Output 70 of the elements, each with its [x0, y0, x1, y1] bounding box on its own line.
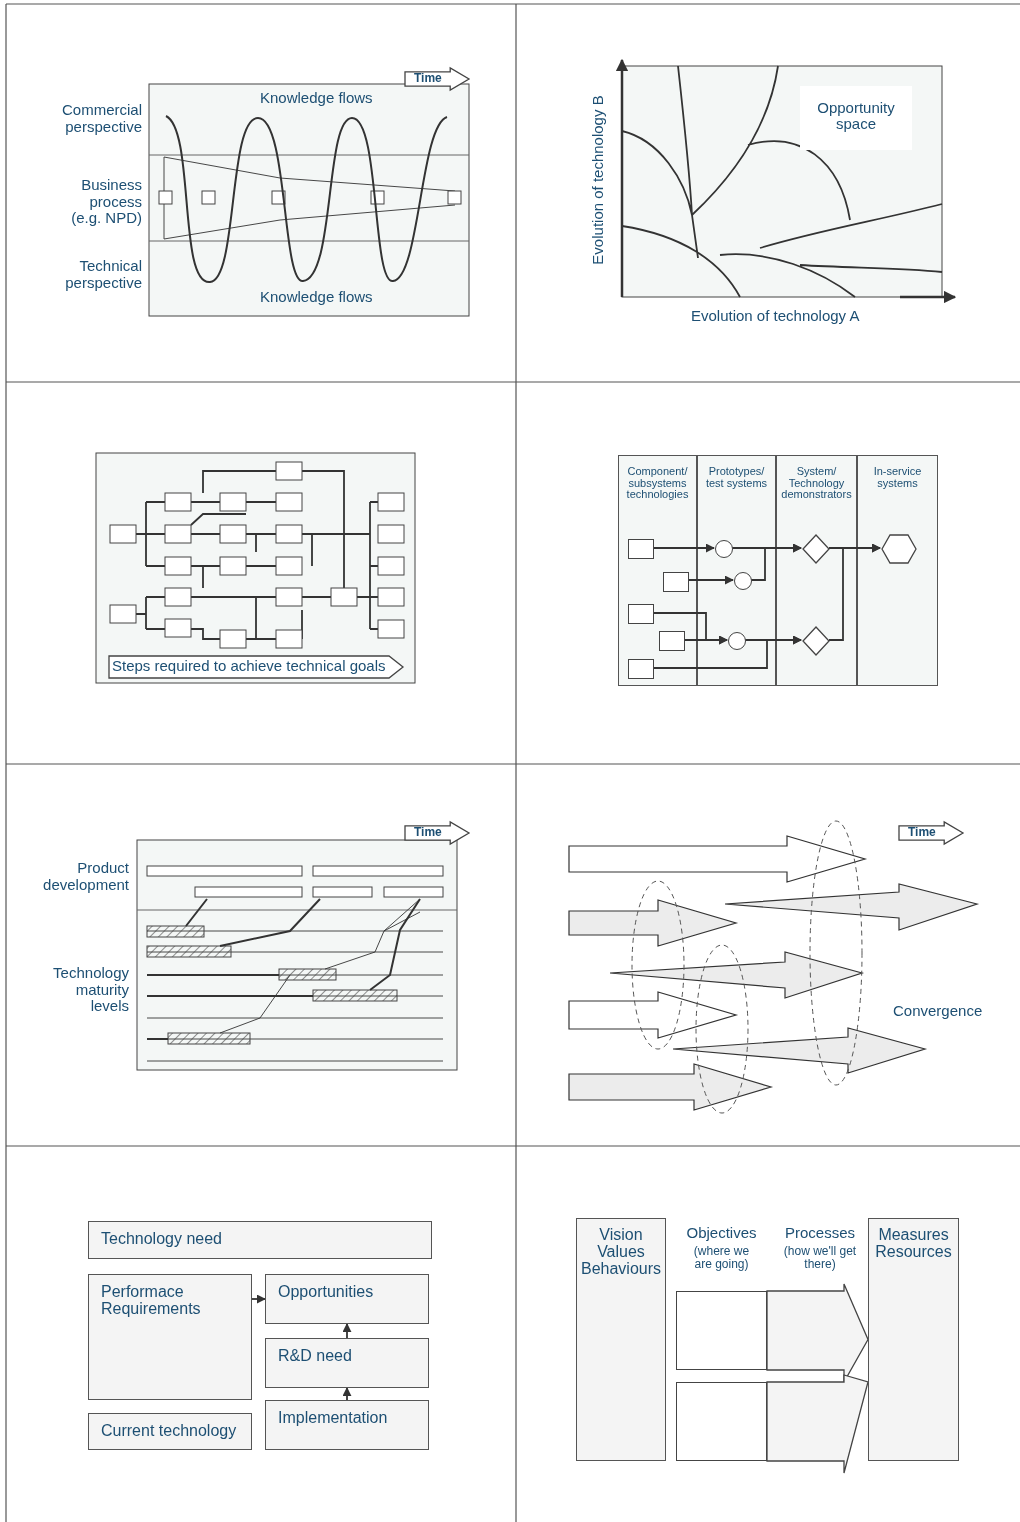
text-label: Evolution of technology A — [691, 308, 861, 325]
text-label: Knowledge flows — [260, 289, 374, 306]
text-label: Product development — [42, 860, 129, 893]
box-label: Opportunities — [278, 1284, 375, 1301]
arrow — [652, 635, 802, 669]
text-label: Processes — [784, 1225, 856, 1242]
column-panel — [776, 455, 857, 686]
text-box — [868, 1218, 959, 1461]
arrow — [652, 543, 715, 553]
text-box — [265, 1274, 429, 1324]
text-label: (where we are going) — [692, 1245, 751, 1272]
time-arrow — [404, 67, 470, 91]
text-label: Evolution of technology B — [589, 95, 607, 265]
time-label: Time — [414, 72, 442, 85]
text-label: Objectives — [685, 1225, 758, 1242]
box-label: Vision Values Behaviours — [579, 1227, 662, 1278]
column-heading: In-service systems — [872, 466, 923, 490]
milestone-circle — [734, 572, 752, 590]
empty-box — [628, 604, 654, 624]
column-panel — [697, 455, 776, 686]
block-arrow — [766, 1374, 869, 1474]
text-label: (how we'll get there) — [782, 1245, 858, 1272]
milestone-circle — [728, 632, 746, 650]
empty-box — [676, 1382, 767, 1461]
diamond-symbol — [802, 534, 830, 564]
text-box — [88, 1413, 252, 1450]
empty-box — [676, 1291, 767, 1370]
box-label: Current technology — [101, 1423, 238, 1440]
column-panel — [618, 455, 697, 686]
text-label: Knowledge flows — [260, 90, 374, 107]
empty-box — [628, 659, 654, 679]
arrow — [342, 1323, 352, 1339]
box-label: Implementation — [278, 1410, 389, 1427]
diamond-symbol — [802, 626, 830, 656]
text-box — [88, 1274, 252, 1400]
box-label: Technology need — [101, 1231, 222, 1248]
time-label: Time — [908, 826, 936, 839]
arrow — [687, 575, 734, 585]
banner-label: Steps required to achieve technical goals — [112, 658, 386, 674]
text-box — [265, 1400, 429, 1450]
arrow — [683, 635, 728, 645]
column-heading: System/ Technology demonstrators — [780, 466, 853, 501]
box-label: Opportunity space — [816, 100, 896, 132]
column-panel — [857, 455, 938, 686]
arrow — [342, 1387, 352, 1401]
text-box — [265, 1338, 429, 1388]
arrow — [828, 543, 881, 641]
box-label: Performace Requirements — [101, 1284, 202, 1318]
time-arrow — [898, 821, 964, 845]
time-arrow — [404, 821, 470, 845]
empty-box — [663, 572, 689, 592]
text-label: Convergence — [893, 1003, 984, 1020]
time-label: Time — [414, 826, 442, 839]
milestone-circle — [715, 540, 733, 558]
arrow — [251, 1294, 266, 1304]
box-label: Measures Resources — [874, 1227, 953, 1261]
empty-box — [628, 539, 654, 559]
text-label: Commercial perspective — [61, 102, 142, 135]
column-heading: Prototypes/ test systems — [704, 466, 769, 490]
label-box — [800, 86, 912, 150]
text-box — [576, 1218, 666, 1461]
column-heading: Component/ subsystems technologies — [625, 466, 690, 501]
empty-box — [659, 631, 685, 651]
box-label: R&D need — [278, 1348, 353, 1365]
text-label: Business process (e.g. NPD) — [70, 177, 142, 227]
text-box — [88, 1221, 432, 1259]
hexagon-symbol — [881, 534, 917, 564]
text-label: Technology maturity levels — [52, 965, 129, 1015]
text-label: Technical perspective — [64, 258, 142, 291]
arrow — [750, 543, 802, 581]
